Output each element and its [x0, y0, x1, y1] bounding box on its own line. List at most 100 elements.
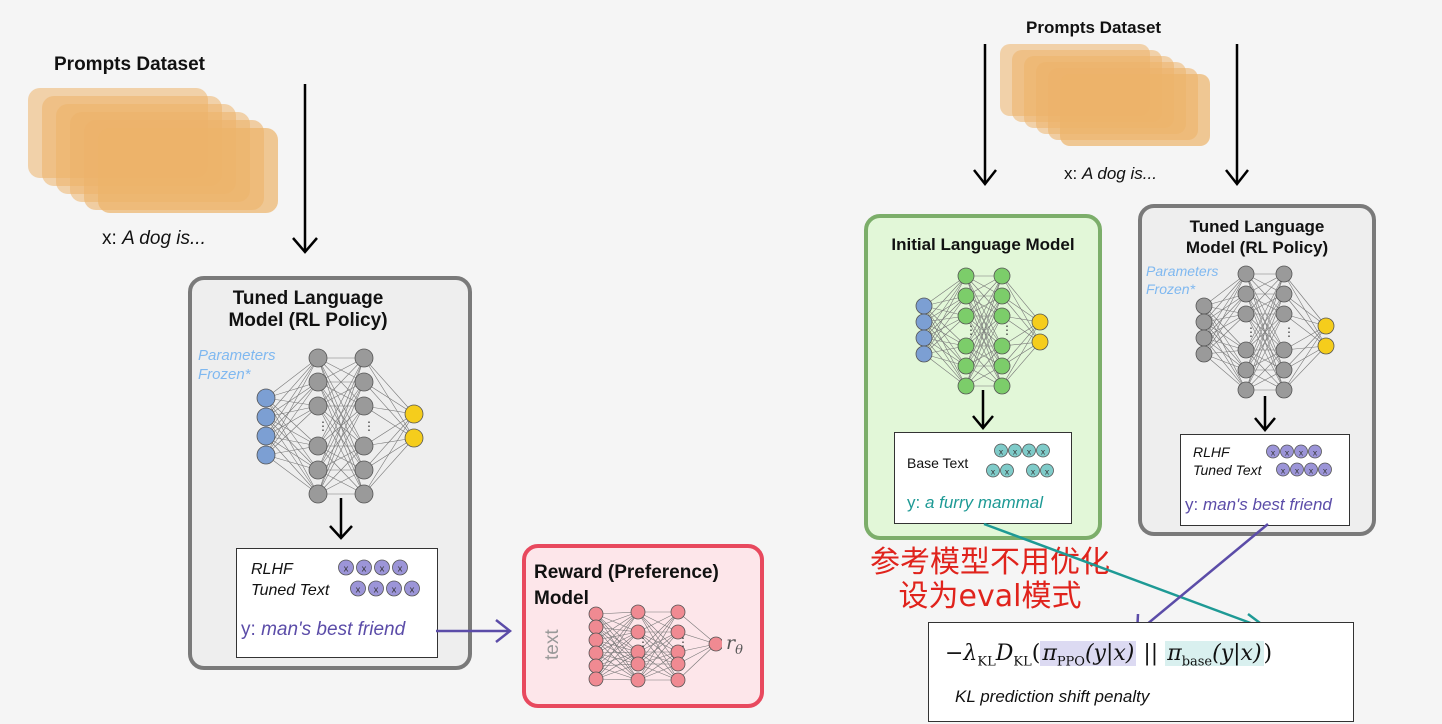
reward-net-edge — [595, 652, 639, 681]
left-row1-token — [374, 559, 390, 576]
left-policy-card: Tuned Language Model (RL Policy) Paramet… — [188, 276, 472, 670]
tuned-net-node — [1275, 381, 1293, 399]
initial-net-edge — [923, 353, 967, 387]
left-net-edge — [317, 405, 365, 495]
left-policy-title: Tuned Language Model (RL Policy) — [228, 288, 388, 331]
tuned-net-edge — [1283, 325, 1327, 371]
reward-net-edge — [595, 631, 639, 667]
reward-net-node — [670, 672, 686, 688]
initial-y-label: y: a furry mammal — [907, 493, 1044, 512]
tuned-net-edge — [1203, 321, 1247, 351]
reward-net-edge — [637, 631, 679, 653]
left-y-label: y: man's best friend — [241, 619, 406, 640]
left-net-node — [404, 428, 424, 448]
base-row2-token — [986, 463, 1000, 478]
initial-net-edge — [923, 305, 967, 367]
reward-net-edge — [637, 611, 679, 665]
initial-net-edge — [923, 305, 967, 347]
left-net-node — [308, 372, 328, 392]
initial-net-edge — [923, 295, 967, 355]
reward-net-edge — [677, 611, 717, 645]
left-net-edge — [363, 381, 415, 415]
right-arrow-to-tuned — [1225, 44, 1249, 187]
tuned-net-edge — [1203, 313, 1247, 355]
left-net-node — [256, 388, 276, 408]
tuned-net-node — [1317, 337, 1335, 355]
tuned-net-node — [1237, 285, 1255, 303]
right-row2-token-glyph: x — [1323, 466, 1328, 476]
initial-net-edge — [923, 275, 967, 307]
left-net-edge — [265, 381, 319, 418]
tuned-net-edge — [1203, 273, 1247, 323]
tuned-net-node — [1275, 361, 1293, 379]
tuned-net-edge — [1283, 325, 1327, 391]
right-tuned-down-arrow — [1254, 396, 1276, 432]
left-net-edge — [363, 413, 415, 495]
tuned-net-node — [1237, 341, 1255, 359]
initial-net-edge — [923, 295, 967, 339]
reward-net-edge — [595, 613, 639, 633]
initial-model-network: ⋮⋮ — [915, 267, 1049, 395]
right-x-label: x: A dog is... — [1064, 164, 1157, 183]
right-row1-token-glyph: x — [1271, 448, 1276, 458]
initial-net-edge — [923, 337, 967, 367]
right-tuned-card: Tuned Language Model (RL Policy) Paramet… — [1138, 204, 1376, 536]
reward-net-edge — [595, 663, 639, 680]
reward-net-edge — [595, 631, 639, 654]
left-policy-down-arrow — [329, 498, 353, 540]
left-net-node — [354, 484, 374, 504]
reward-title: Reward (Preference) Model — [534, 562, 719, 609]
left-net-edge — [363, 357, 415, 415]
initial-net-edge — [965, 275, 1003, 317]
base-text-label: Base Text — [907, 455, 969, 471]
tuned-net-node — [1237, 265, 1255, 283]
right-row2-token — [1290, 462, 1304, 477]
initial-net-edge — [923, 315, 967, 355]
tuned-net-node — [1275, 265, 1293, 283]
left-net-node — [354, 372, 374, 392]
tuned-net-node — [1237, 381, 1255, 399]
left-net-edge — [265, 416, 319, 471]
initial-net-node — [1031, 313, 1049, 331]
left-net-edge — [265, 405, 319, 456]
base-row2-token-glyph: x — [1005, 467, 1010, 477]
right-prompts-title: Prompts Dataset — [1026, 18, 1162, 37]
left-to-reward-arrow — [436, 619, 513, 643]
reward-net-edge — [595, 611, 639, 628]
reward-net-node — [708, 636, 722, 652]
tuned-net-edge — [1245, 349, 1285, 391]
initial-net-node — [957, 267, 975, 285]
left-row1-token-glyph: x — [344, 564, 349, 575]
base-row1-token-glyph: x — [1027, 447, 1032, 457]
initial-net-node — [993, 267, 1011, 285]
left-net-edge — [265, 435, 319, 495]
left-net-edge — [363, 413, 415, 447]
right-prompts-stack — [1000, 44, 1220, 154]
initial-net-node — [957, 287, 975, 305]
initial-net-edge — [923, 337, 967, 387]
reward-net-edge — [595, 639, 639, 681]
reward-net-edge — [595, 631, 639, 680]
reward-net-edge — [595, 611, 639, 667]
left-net-node — [256, 426, 276, 446]
reward-net-ellipsis: ⋮ — [677, 635, 689, 649]
left-net-node — [354, 348, 374, 368]
right-arrow-to-initial — [973, 44, 997, 187]
initial-net-node — [957, 307, 975, 325]
left-net-edge — [265, 435, 319, 471]
tuned-net-edge — [1203, 321, 1247, 371]
tuned-net-ellipsis: ⋮ — [1283, 325, 1295, 339]
initial-net-node — [957, 337, 975, 355]
left-net-edge — [265, 405, 319, 437]
initial-net-node — [957, 357, 975, 375]
left-net-node — [308, 484, 328, 504]
left-x-label: x: A dog is... — [102, 228, 206, 249]
left-rlhf-label: RLHF Tuned Text — [251, 561, 330, 599]
base-row1-token-glyph: x — [1013, 447, 1018, 457]
